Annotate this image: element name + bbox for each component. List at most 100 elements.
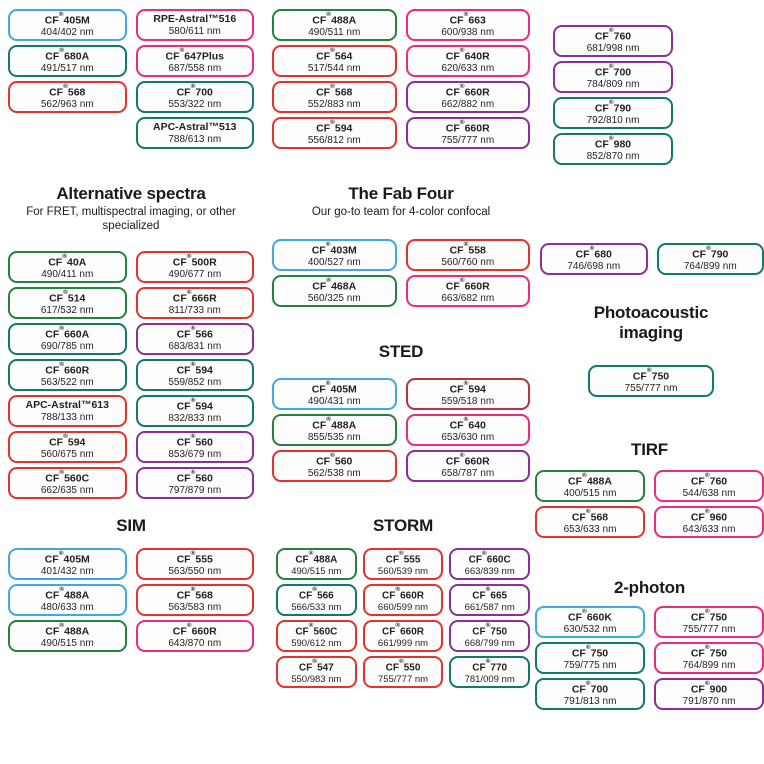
dye-name: CF®980 (594, 134, 632, 151)
dye-ex-em: 681/998 nm (586, 43, 640, 55)
dye-name: CF®663 (449, 10, 486, 27)
registered-mark: ® (482, 549, 487, 557)
dye-ex-em: 553/322 nm (168, 99, 222, 111)
dye-name: CF®960 (690, 507, 728, 524)
registered-mark: ® (62, 252, 68, 260)
section-subtitle: Our go-to team for 4-color confocal (311, 206, 491, 218)
dye-name: CF®403M (311, 240, 357, 257)
registered-mark: ® (59, 468, 65, 476)
dye-name: CF®514 (49, 288, 86, 305)
dye-name: CF®660A (45, 324, 90, 341)
dye-ex-em: 563/583 nm (168, 602, 222, 614)
registered-mark: ® (63, 432, 68, 440)
dye-ex-em: 600/938 nm (441, 27, 495, 39)
dye-name: CF®488A (568, 471, 612, 488)
dye-ex-em: 562/538 nm (307, 468, 361, 480)
dye-ex-em: 668/799 nm (464, 638, 515, 650)
dye-name: CF®566 (176, 324, 213, 341)
dye-name: CF®660K (568, 607, 612, 624)
dye-ex-em: 658/787 nm (441, 468, 495, 480)
dye-ex-em: 797/879 nm (168, 485, 222, 497)
dye-ex-em: 643/870 nm (168, 638, 222, 650)
dye-name: CF®660R (381, 621, 425, 638)
dye-ex-em: 683/831 nm (168, 341, 222, 353)
registered-mark: ® (704, 507, 710, 515)
registered-mark: ® (582, 607, 587, 615)
dye-ex-em: 490/515 nm (291, 566, 342, 578)
dye-name: APC-Astral™613 (25, 398, 109, 411)
dye-ex-em: 544/638 nm (682, 488, 736, 500)
dye-ex-em: 764/899 nm (683, 261, 737, 273)
dye-ex-em: 490/677 nm (168, 269, 222, 281)
registered-mark: ® (59, 46, 65, 54)
dye-ex-em: 404/402 nm (40, 27, 94, 39)
dye-ex-em: 755/777 nm (682, 624, 736, 636)
section-title: Alternative spectra (56, 184, 206, 203)
registered-mark: ® (179, 46, 185, 54)
dye-ex-em: 560/539 nm (377, 566, 429, 578)
dye-name: CF®750 (571, 643, 609, 660)
dye-name: CF®900 (690, 679, 728, 696)
registered-mark: ® (312, 657, 318, 665)
dye-ex-em: 661/587 nm (464, 602, 515, 614)
dye-ex-em: 563/522 nm (40, 377, 94, 389)
section-subtitle: For FRET, multispectral imaging, or othe… (26, 206, 236, 232)
registered-mark: ® (704, 607, 710, 615)
dye-ex-em: 755/777 nm (377, 674, 429, 686)
dye-ex-em: 560/675 nm (40, 449, 94, 461)
dye-name: CF®488A (312, 10, 357, 27)
dye-ex-em: 517/544 nm (307, 63, 361, 75)
registered-mark: ® (58, 549, 64, 557)
dye-ex-em: 490/515 nm (40, 638, 94, 650)
registered-mark: ® (608, 62, 614, 70)
dye-name: CF®660R (172, 621, 217, 638)
registered-mark: ® (463, 240, 469, 248)
registered-mark: ® (459, 276, 465, 284)
dye-name: CF®660R (381, 585, 425, 602)
registered-mark: ® (485, 657, 491, 665)
dye-name: APC-Astral™513 (153, 120, 237, 133)
dye-ex-em: 690/785 nm (40, 341, 94, 353)
dye-name: CF®750 (472, 621, 508, 638)
registered-mark: ® (330, 46, 335, 54)
dye-name: CF®488A (45, 585, 90, 602)
dye-name: CF®647Plus (165, 46, 225, 63)
dye-ex-em: 400/515 nm (563, 488, 617, 500)
dye-ex-em: 784/809 nm (586, 79, 640, 91)
dye-ex-em: 759/775 nm (563, 660, 617, 672)
